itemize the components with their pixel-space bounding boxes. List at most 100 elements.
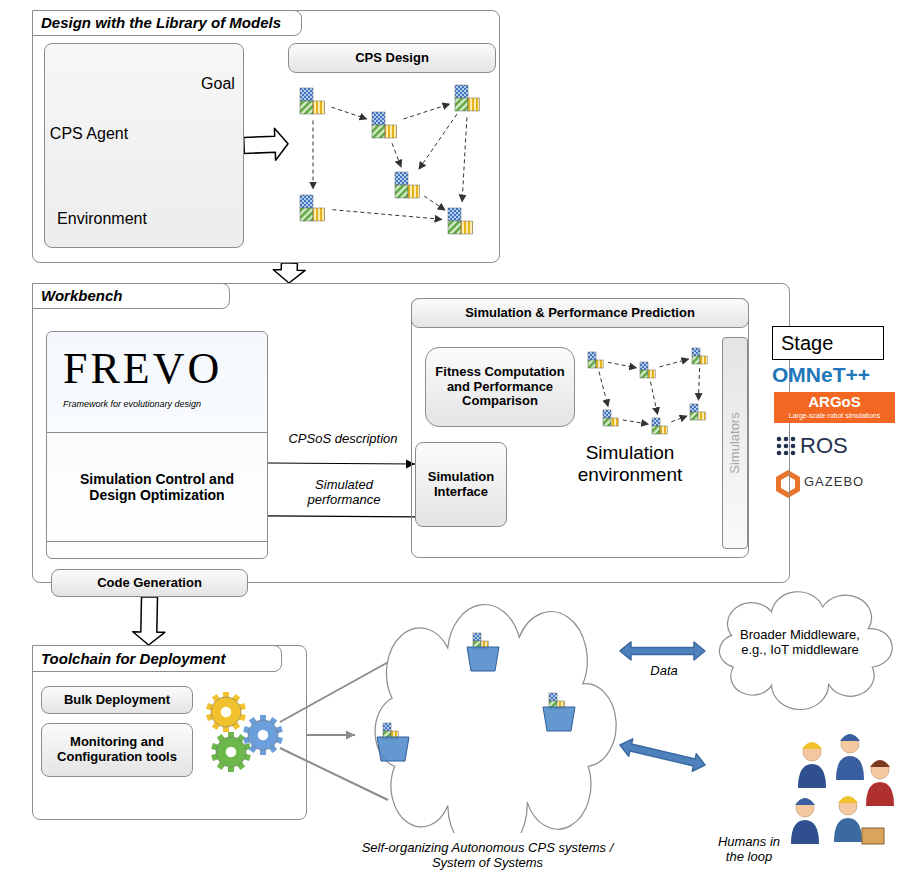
logo-text: ARGoS xyxy=(774,392,895,411)
interaction-link xyxy=(608,362,636,367)
device-icons xyxy=(355,605,620,820)
deployment-line xyxy=(280,748,388,800)
ros-logo-dot xyxy=(777,437,782,442)
person-hat xyxy=(802,742,822,749)
connector xyxy=(268,459,415,468)
interaction-link xyxy=(651,382,658,415)
device-basket xyxy=(467,647,499,671)
tool-box: Monitoring and Configuration tools xyxy=(41,723,193,777)
workbench-panel: WorkbenchFREVOFramework for evolutionary… xyxy=(32,283,790,583)
library-panel: Design with the Library of ModelsCPS Age… xyxy=(32,10,500,263)
arrow-shape xyxy=(620,739,705,771)
agent-icon xyxy=(300,88,313,101)
environment-icon xyxy=(300,101,313,114)
logo-text: GAZEBO xyxy=(804,470,896,494)
goal-icon xyxy=(698,412,705,420)
arrow-shape xyxy=(273,263,305,283)
model-library-box: CPS AgentGoalEnvironment xyxy=(44,43,244,248)
goal-icon xyxy=(611,418,618,426)
logo-text: FREVO xyxy=(47,340,269,398)
interaction-link xyxy=(424,196,445,210)
connector xyxy=(307,730,355,739)
agent-icon xyxy=(588,352,596,360)
interaction-link xyxy=(419,114,457,169)
box-text: Bulk Deployment xyxy=(41,686,193,714)
deployment-line xyxy=(280,660,392,722)
interaction-link xyxy=(392,143,401,167)
agent-icon xyxy=(690,404,698,412)
device-basket xyxy=(543,707,575,731)
agent-icon xyxy=(640,362,648,370)
box-text: Stage xyxy=(772,326,884,360)
interaction-link xyxy=(623,420,648,424)
cloud-text: Broader Middleware, e.g., IoT middleware xyxy=(735,612,865,674)
parcel xyxy=(862,828,884,844)
agent-icon xyxy=(473,633,481,641)
environment-icon xyxy=(448,221,461,234)
edge-label: CPSoS description xyxy=(287,420,399,458)
environment-icon xyxy=(652,426,660,434)
goal-icon xyxy=(408,185,420,198)
interaction-link xyxy=(462,117,467,201)
cps-design-area: CPS Design xyxy=(288,43,496,253)
person-head xyxy=(839,797,857,815)
gear xyxy=(248,720,278,750)
environment-icon xyxy=(300,208,313,221)
ros-logo-dot xyxy=(777,444,782,449)
humans-group: Humans in the loop xyxy=(705,708,895,886)
cloud-shape xyxy=(719,592,892,710)
logo-text: ROS xyxy=(800,431,890,461)
cloud-caption: Self-organizing Autonomous CPS systems /… xyxy=(355,833,620,879)
simulation-panel: Simulation & Performance PredictionSimul… xyxy=(411,298,749,558)
environment-icon xyxy=(372,125,385,138)
arrow-shape xyxy=(620,642,705,660)
cps-cloud: Self-organizing Autonomous CPS systems /… xyxy=(355,605,620,885)
simulator-box: Stage xyxy=(772,326,884,360)
goal-icon xyxy=(596,360,603,368)
interaction-link xyxy=(660,359,689,367)
goal-icon xyxy=(461,221,473,234)
environment-icon xyxy=(603,418,611,426)
tool-box: Bulk Deployment xyxy=(41,686,193,714)
ros-logo-dot xyxy=(784,444,789,449)
gear-hub xyxy=(226,747,237,758)
box-text: Fitness Computation and Performance Comp… xyxy=(425,347,575,427)
person-body xyxy=(866,782,894,806)
section-heading: CPS Design xyxy=(288,43,496,73)
environment-icon xyxy=(455,98,468,111)
agent-icon xyxy=(372,112,385,125)
ros-logo-dot xyxy=(791,451,796,456)
environment-icon xyxy=(395,185,408,198)
agent-icon xyxy=(383,723,391,731)
process-box: Simulation Interface xyxy=(415,442,507,527)
interaction-link xyxy=(313,121,314,189)
connector xyxy=(268,516,415,517)
section-heading: Simulation & Performance Prediction xyxy=(411,298,749,328)
person-hat xyxy=(870,760,890,767)
goal-icon xyxy=(700,356,707,364)
person-body xyxy=(798,764,826,788)
ros-logo-dot xyxy=(777,451,782,456)
panel-heading: Workbench xyxy=(32,283,230,309)
goal-icon xyxy=(313,208,325,221)
goal-icon xyxy=(468,98,480,111)
agent-icon xyxy=(692,348,700,356)
person-body xyxy=(791,820,819,844)
simulators-bar: Simulators xyxy=(722,337,748,549)
person-hat xyxy=(840,734,860,741)
person-hat xyxy=(795,798,815,805)
connector xyxy=(244,128,288,160)
person-head xyxy=(871,761,889,779)
frevo-box: FREVOFramework for evolutionary designSi… xyxy=(46,331,268,559)
logo-subtitle: Framework for evolutionary design xyxy=(47,396,269,412)
agent-icon xyxy=(652,418,660,426)
box-text: Monitoring and Configuration tools xyxy=(41,723,193,777)
agent-icon xyxy=(448,208,461,221)
logo-subtitle: Large-scale robot simulations xyxy=(774,410,895,423)
box-text: Simulation Interface xyxy=(415,442,507,527)
environment-icon xyxy=(588,360,596,368)
person-head xyxy=(841,735,859,753)
goal-icon xyxy=(660,426,667,434)
logo-text: OMNeT++ xyxy=(772,362,897,388)
gear xyxy=(211,697,241,727)
